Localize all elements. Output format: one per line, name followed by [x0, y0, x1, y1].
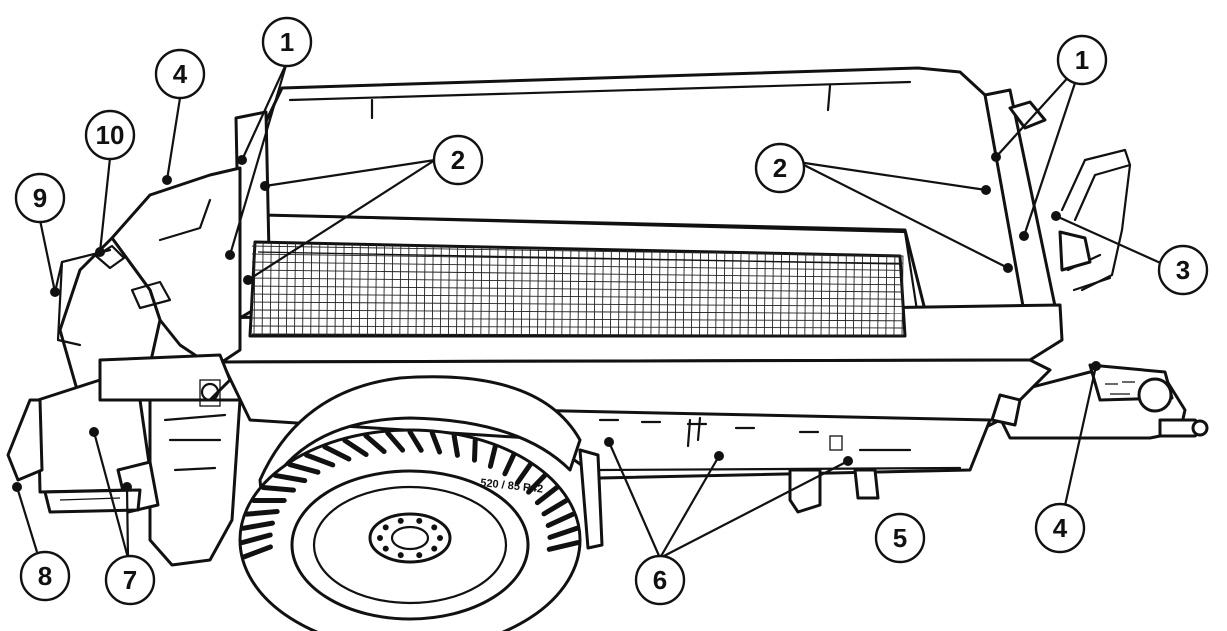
leader-lines [15, 61, 1166, 559]
callout-4-right: 4 [1034, 502, 1086, 554]
svg-text:8: 8 [38, 561, 52, 591]
svg-text:4: 4 [173, 59, 188, 89]
callouts: 1 2 4 10 9 8 7 6 [14, 16, 1209, 606]
callout-10: 10 [84, 109, 136, 161]
callout-5: 5 [874, 512, 926, 564]
callout-4-left: 4 [154, 48, 206, 100]
svg-text:1: 1 [1075, 45, 1089, 75]
callout-2-right: 2 [754, 142, 806, 194]
callout-1-right: 1 [1056, 34, 1108, 86]
callout-1-left: 1 [261, 16, 313, 68]
access-ladder [1058, 148, 1132, 292]
marker-dots [12, 152, 1101, 492]
svg-text:5: 5 [893, 523, 907, 553]
svg-text:7: 7 [123, 565, 137, 595]
svg-text:2: 2 [773, 153, 787, 183]
callout-7: 7 [104, 554, 156, 606]
callout-2-left: 2 [432, 134, 484, 186]
svg-text:9: 9 [33, 183, 47, 213]
svg-text:3: 3 [1176, 255, 1190, 285]
hopper-screen [248, 240, 907, 338]
callout-9: 9 [14, 172, 66, 224]
svg-text:6: 6 [653, 565, 667, 595]
svg-text:1: 1 [280, 27, 294, 57]
svg-text:2: 2 [451, 145, 465, 175]
callout-3: 3 [1157, 244, 1209, 296]
svg-text:4: 4 [1053, 513, 1068, 543]
wheel-assembly: 520 / 85 R42 [238, 375, 604, 631]
svg-text:10: 10 [96, 120, 125, 150]
callout-8: 8 [19, 550, 71, 602]
callout-6: 6 [634, 554, 686, 606]
front-mechanics [6, 353, 242, 567]
